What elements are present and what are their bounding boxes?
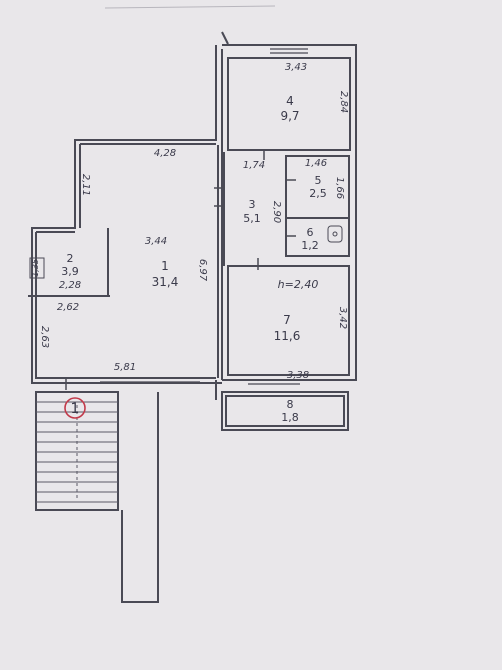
- dim-r2-lower: 2,62: [57, 302, 79, 313]
- room-7-area: 11,6: [274, 329, 301, 343]
- room-3-number: 3: [249, 198, 256, 211]
- room-7-number: 7: [283, 313, 291, 327]
- room-1-area: 31,4: [152, 275, 179, 289]
- dim-r1-top: 4,28: [154, 148, 176, 159]
- top-rule: [104, 5, 276, 9]
- dim-r3-height: 2,90: [271, 201, 282, 223]
- room-5-number: 5: [315, 174, 322, 187]
- room-4-area: 9,7: [280, 109, 299, 123]
- ceiling-height: h=2,40: [278, 278, 319, 291]
- dimension-labels: 3,43 2,84 4,28 2,11 3,44 6,97 5,81 1,74 …: [31, 62, 349, 381]
- room-2-area: 3,9: [61, 265, 79, 278]
- room-labels: 4 9,7 1 31,4 2 3,9 3 5,1 5 2,5 6 1,2 7 1…: [61, 94, 327, 424]
- room-5-area: 2,5: [309, 187, 327, 200]
- room-6-number: 6: [307, 226, 314, 239]
- dim-left-wall: 2,63: [39, 326, 50, 348]
- ventilation-shaft-icon: [29, 257, 45, 279]
- dim-r7-height: 3,42: [337, 307, 348, 329]
- dim-r2-small: 1,35: [31, 259, 40, 277]
- stair-treads: [36, 401, 118, 503]
- dim-r5-height: 1,66: [334, 177, 345, 199]
- dim-r5-width: 1,46: [305, 158, 327, 169]
- dim-r3-width: 1,74: [243, 160, 265, 171]
- dim-r4-width: 3,43: [285, 62, 307, 73]
- door-marks: [65, 150, 296, 390]
- entrance-marker-circle: [64, 397, 86, 419]
- dim-r1-inner: 3,44: [145, 236, 167, 247]
- room-1-number: 1: [161, 259, 169, 273]
- room-6-area: 1,2: [301, 239, 319, 252]
- dim-r4-height: 2,84: [338, 91, 349, 113]
- room-2-number: 2: [67, 252, 74, 265]
- room-3-area: 5,1: [243, 212, 261, 225]
- dim-r1-bottom: 5,81: [114, 362, 136, 373]
- room-8-number: 8: [287, 398, 294, 411]
- room-4-number: 4: [286, 94, 294, 108]
- entrance-marker-number: 1: [71, 401, 80, 417]
- dim-r2-width: 2,28: [59, 280, 81, 291]
- windows: [100, 44, 308, 385]
- sink-icon: [327, 225, 343, 243]
- room-8-area: 1,8: [281, 411, 299, 424]
- dim-r1-height: 6,97: [197, 259, 208, 282]
- dim-r7-width: 3,38: [287, 370, 309, 381]
- dim-r1-upper-wall: 2,11: [80, 174, 91, 196]
